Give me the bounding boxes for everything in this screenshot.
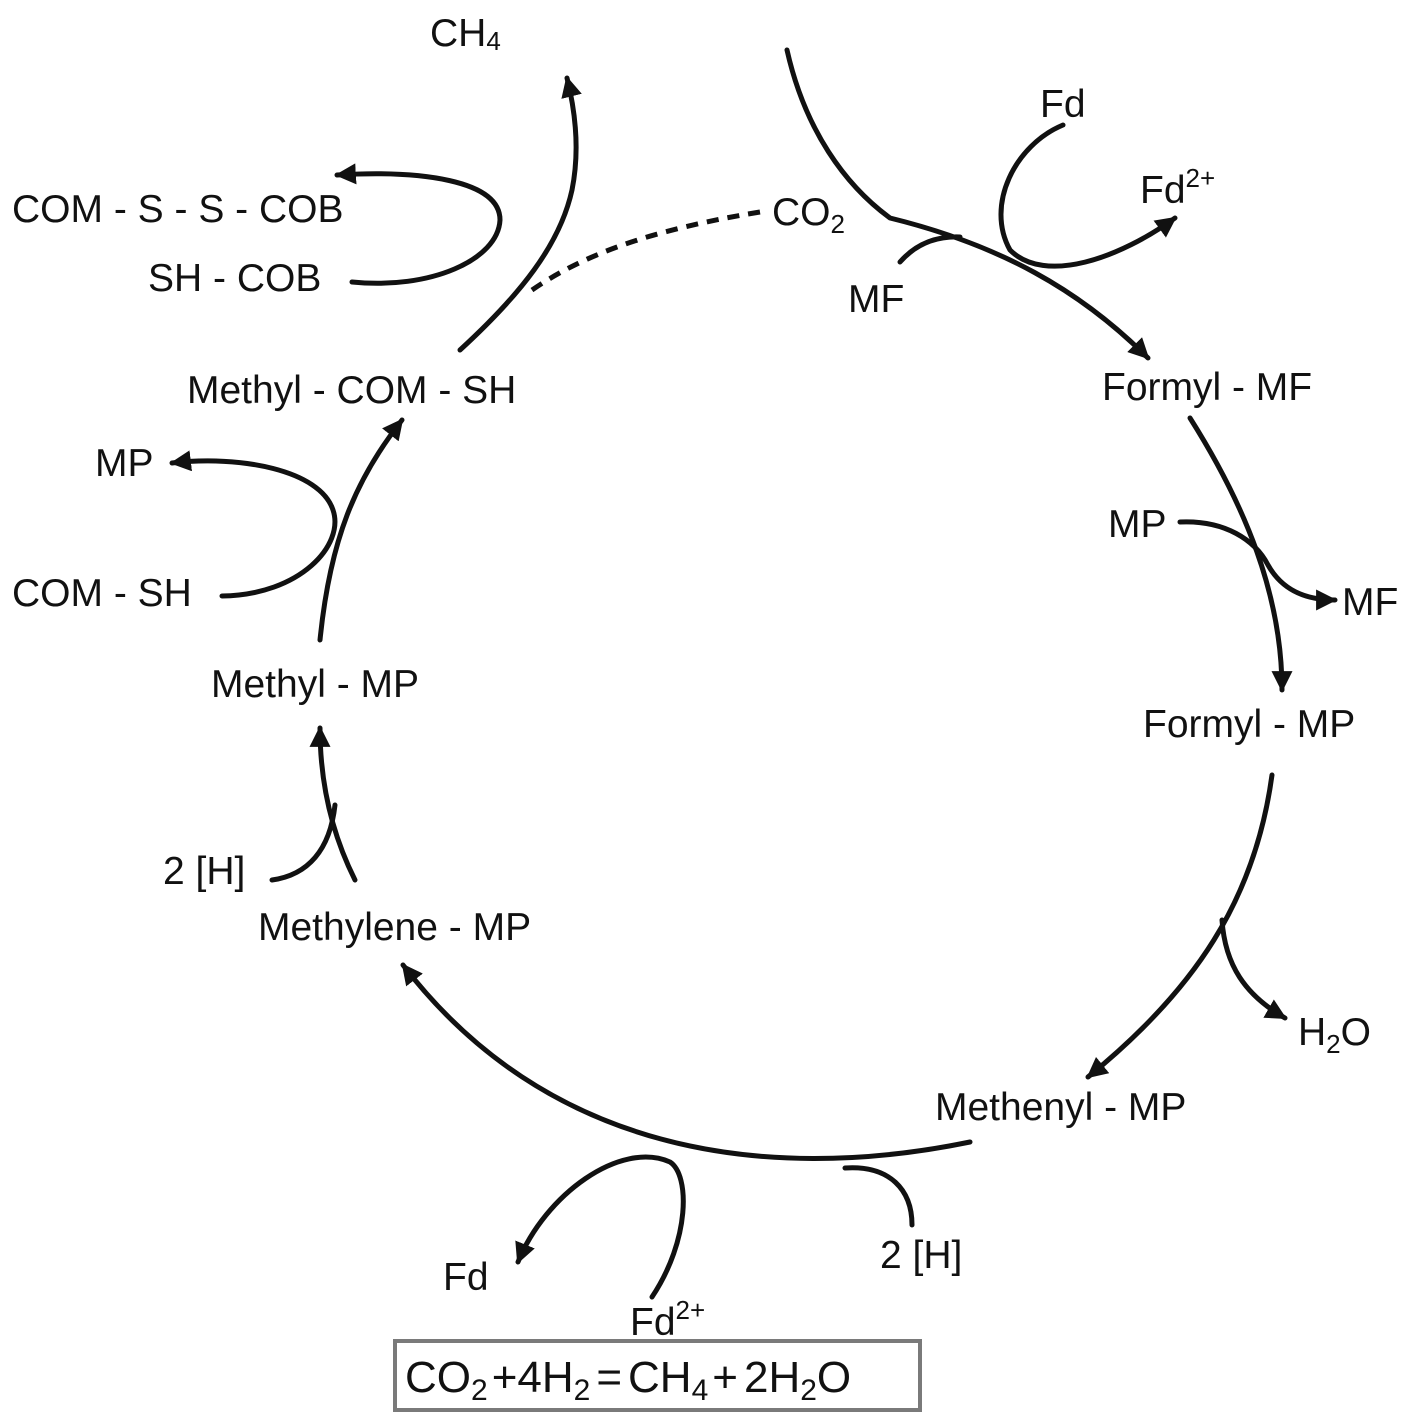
- arrow-formyl-mp-to-methenyl-mp: [1085, 772, 1275, 1080]
- arrow-h2-left-in: [269, 802, 338, 883]
- arrow-methyl-mp-to-methyl-com-sh: [317, 417, 405, 643]
- fd-bottom-label: Fd: [443, 1256, 489, 1299]
- arrow-sh-cob-to-com-s-s-cob: [334, 163, 503, 286]
- sh-cob-label: SH - COB: [148, 257, 321, 300]
- arrow-co2-to-formyl-mf: [784, 47, 1151, 361]
- formyl-mp-node: Formyl - MP: [1143, 703, 1355, 746]
- arrow-mf-in: [897, 234, 963, 265]
- arrow-fd2-to-fd-bottom: [515, 1154, 686, 1300]
- arrow-methyl-com-sh-to-ch4: [457, 75, 582, 353]
- com-sh-label: COM - SH: [12, 572, 192, 615]
- h2o-label: H2O: [1298, 1011, 1371, 1059]
- methylene-mp-node: Methylene - MP: [258, 906, 531, 949]
- fd-top-label: Fd: [1040, 83, 1086, 126]
- arrow-h2o-out: [1219, 917, 1288, 1021]
- methyl-mp-node: Methyl - MP: [211, 663, 419, 706]
- arrow-methenyl-mp-to-methylene-mp: [400, 962, 973, 1161]
- arrow-com-sh-to-mp: [169, 450, 338, 599]
- com-s-s-cob-label: COM - S - S - COB: [12, 188, 344, 231]
- methyl-com-sh-node: Methyl - COM - SH: [187, 369, 516, 412]
- fd2-bottom-label: Fd2+: [630, 1295, 705, 1344]
- arrow-h2-bottom-in: [842, 1165, 915, 1228]
- overall-equation: CO2+4H2=CH4+2H2O: [405, 1353, 851, 1407]
- arrow-formyl-mf-to-formyl-mp: [1187, 415, 1293, 693]
- mf-out-label: MF: [1342, 581, 1398, 624]
- arrow-mp-in-mf-out: [1177, 519, 1338, 611]
- mf-in-label: MF: [848, 278, 904, 321]
- methenyl-mp-node: Methenyl - MP: [935, 1086, 1186, 1129]
- mp-out-label: MP: [95, 442, 154, 485]
- arrow-fd-to-fd2-top: [998, 122, 1178, 269]
- h2-left-label: 2 [H]: [163, 850, 245, 893]
- formyl-mf-node: Formyl - MF: [1102, 366, 1312, 409]
- fd2-top-label: Fd2+: [1140, 163, 1215, 212]
- equation-box: [393, 1339, 922, 1412]
- arrow-methylene-mp-to-methyl-mp: [309, 725, 358, 883]
- ch4-node: CH4: [430, 12, 501, 56]
- mp-in-label: MP: [1108, 503, 1167, 546]
- h2-bottom-label: 2 [H]: [880, 1234, 962, 1277]
- co2-node: CO2: [772, 191, 845, 239]
